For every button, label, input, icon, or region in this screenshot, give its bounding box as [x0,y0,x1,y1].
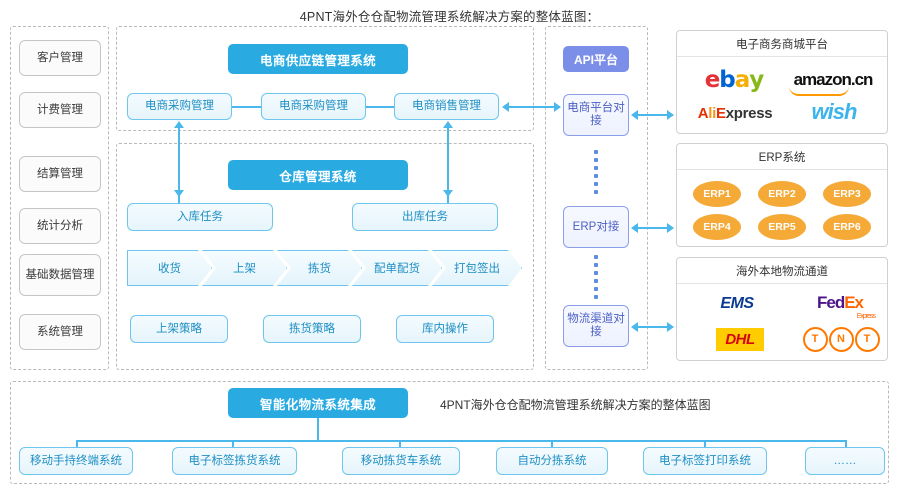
arrow-up-inbound [174,121,184,128]
ecommerce-panel [116,26,534,131]
arrow-left-api-logistics [631,322,638,332]
logistics-channel-card-title: 海外本地物流通道 [677,258,887,284]
erp-system-card-title: ERP系统 [677,144,887,170]
arrow-right-erp [667,223,674,233]
arrow-right-logistics [667,322,674,332]
arrow-left-api-erp [631,223,638,233]
process-step-putaway[interactable]: 上架 [202,250,287,286]
api-platform-header: API平台 [563,46,629,72]
erp-item-6[interactable]: ERP6 [823,214,871,240]
logistics-channel-connector[interactable]: 物流渠道对接 [563,305,629,347]
erp-connector[interactable]: ERP对接 [563,206,629,248]
ecommerce-platform-connector[interactable]: 电商平台对接 [563,94,629,136]
sidebar-item-customer[interactable]: 客户管理 [19,40,101,76]
sidebar-item-settlement[interactable]: 结算管理 [19,156,101,192]
erp-item-1[interactable]: ERP1 [693,181,741,207]
bottom-branch-4 [551,440,553,452]
process-step-receiving[interactable]: 收货 [127,250,212,286]
picking-strategy-box[interactable]: 拣货策略 [263,315,361,343]
erp-item-5[interactable]: ERP5 [758,214,806,240]
ecom-connector-2 [366,106,394,108]
dotted-connector-2 [594,255,598,299]
bottom-panel [10,381,889,484]
ecom-connector-1 [232,106,261,108]
arrow-line-outbound [447,127,449,203]
api-panel [545,26,648,370]
bottom-item-handheld[interactable]: 移动手持终端系统 [19,447,133,475]
sidebar-panel [10,26,109,370]
bottom-branch-3 [399,440,401,452]
bottom-tree-bar [76,440,846,442]
ecommerce-purchase-box-2[interactable]: 电商采购管理 [261,93,366,120]
ecommerce-platform-card-title: 电子商务商城平台 [677,31,887,57]
arrow-up-outbound [443,121,453,128]
dhl-logo: DHL [699,326,781,352]
bottom-item-picking-cart[interactable]: 移动拣货车系统 [342,447,460,475]
wish-logo: wish [811,99,858,124]
arrow-line-inbound [178,127,180,203]
bottom-item-more[interactable]: …… [805,447,885,475]
arrow-left-api-shop [631,110,638,120]
arrow-line-api-shop [637,114,673,116]
ecommerce-sales-box[interactable]: 电商销售管理 [394,93,499,120]
arrow-line-api-logistics [637,326,673,328]
amazon-wordmark: amazon.cn [793,70,874,89]
dhl-wordmark: DHL [716,327,764,351]
bottom-item-etag-printing[interactable]: 电子标签打印系统 [643,447,767,475]
erp-item-3[interactable]: ERP3 [823,181,871,207]
in-warehouse-operation-box[interactable]: 库内操作 [396,315,494,343]
bottom-branch-5 [704,440,706,452]
bottom-item-auto-sorting[interactable]: 自动分拣系统 [496,447,608,475]
sidebar-item-system[interactable]: 系统管理 [19,314,101,350]
amazon-smile-icon [789,86,849,96]
bottom-branch-6 [845,440,847,452]
erp-item-2[interactable]: ERP2 [758,181,806,207]
outbound-task-box[interactable]: 出库任务 [352,203,498,231]
sidebar-item-statistics[interactable]: 统计分析 [19,208,101,244]
sidebar-item-billing[interactable]: 计费管理 [19,92,101,128]
ecommerce-purchase-box-1[interactable]: 电商采购管理 [127,93,232,120]
amazon-cn-logo: amazon.cn [785,67,881,96]
arrow-right-shop [667,110,674,120]
erp-system-card: ERP系统 ERP1 ERP2 ERP3 ERP4 ERP5 ERP6 [676,143,888,247]
bottom-tree-stem [317,418,319,440]
arrow-line-ecom-api [508,106,560,108]
sidebar-item-basic-data[interactable]: 基础数据管理 [19,254,101,296]
warehouse-panel [116,143,534,370]
inbound-task-box[interactable]: 入库任务 [127,203,273,231]
bottom-branch-2 [232,440,234,452]
page-title: 4PNT海外仓仓配物流管理系统解决方案的整体蓝图： [299,10,600,24]
warehouse-management-header: 仓库管理系统 [228,160,408,190]
bottom-item-etag-picking[interactable]: 电子标签拣货系统 [172,447,297,475]
arrow-down-inbound [174,190,184,197]
erp-item-4[interactable]: ERP4 [693,214,741,240]
arrow-down-outbound [443,190,453,197]
ecommerce-supply-chain-header: 电商供应链管理系统 [228,44,408,74]
putaway-strategy-box[interactable]: 上架策略 [130,315,228,343]
bottom-caption: 4PNT海外仓仓配物流管理系统解决方案的整体蓝图 [440,398,711,412]
ems-logo: EMS [693,292,781,316]
arrow-line-api-erp [637,227,673,229]
bottom-branch-1 [76,440,78,452]
dotted-connector-1 [594,150,598,194]
arrow-right-api [554,102,561,112]
process-step-picking[interactable]: 拣货 [277,250,362,286]
arrow-left-ecom [502,102,509,112]
intelligent-logistics-header: 智能化物流系统集成 [228,388,408,418]
